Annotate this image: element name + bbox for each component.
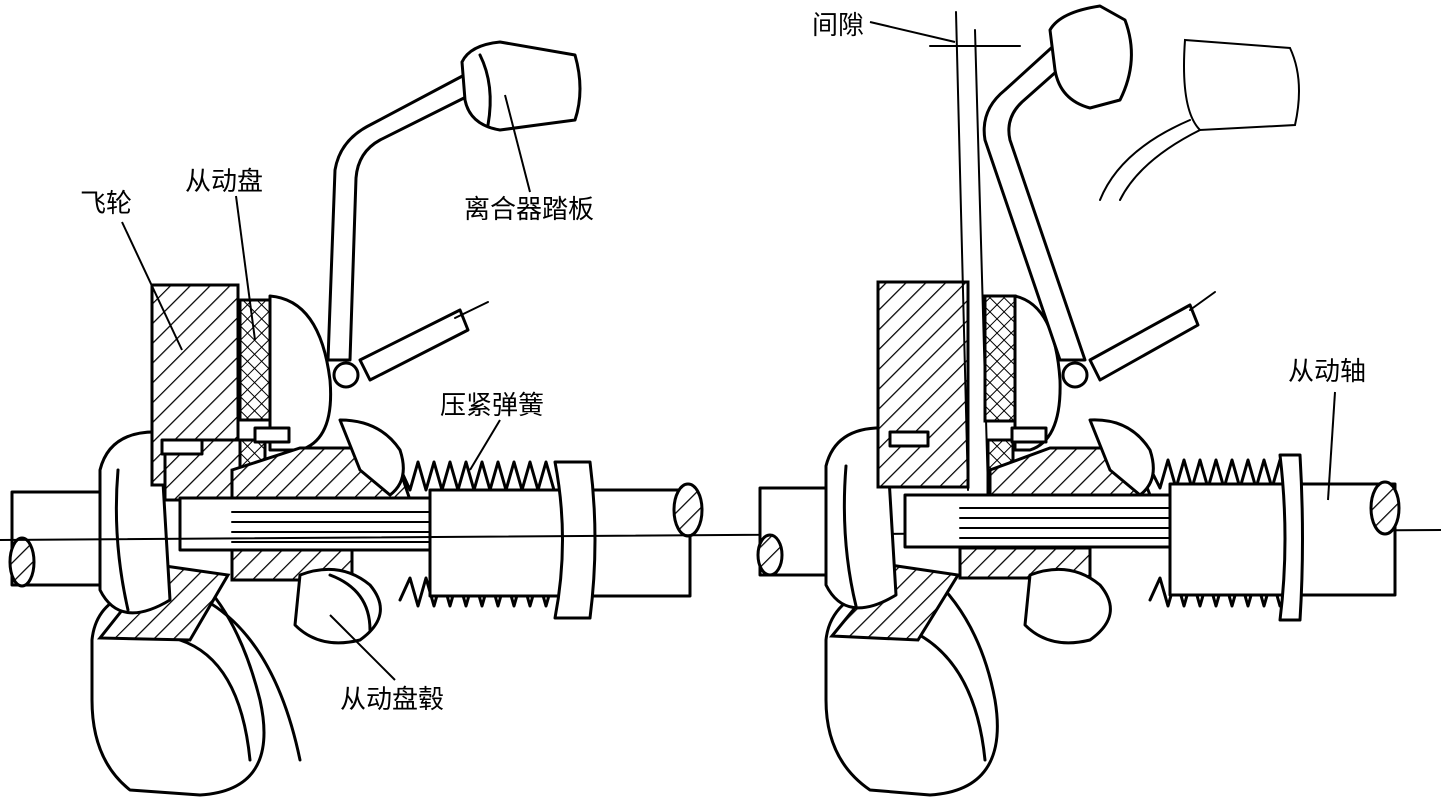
spring-seat-left	[553, 460, 597, 620]
output-shaft-end-left	[672, 482, 704, 538]
label-flywheel: 飞轮	[80, 189, 132, 219]
release-bearing-left	[293, 567, 382, 645]
bolt-upper-left	[160, 438, 204, 456]
pedal-rod-right	[1088, 303, 1200, 382]
leader-driven-hub	[329, 614, 396, 681]
input-shaft-left-end	[8, 536, 36, 588]
pedal-ghost-right	[1183, 38, 1300, 132]
flywheel-section-right	[876, 280, 970, 489]
leader-flywheel	[121, 221, 183, 351]
leader-driven-shaft	[1327, 391, 1336, 501]
flywheel-drum-rim2-left	[203, 598, 302, 762]
pedal-pivot-left	[332, 361, 360, 389]
label-driven-shaft: 从动轴	[1288, 357, 1366, 387]
label-pressure-spring: 压紧弹簧	[440, 391, 544, 421]
leader-clutch-pedal	[504, 94, 531, 193]
label-clutch-pedal: 离合器踏板	[464, 195, 594, 225]
pedal-rod-left	[358, 308, 470, 382]
pressure-plate-right	[1013, 294, 1062, 452]
spline-shaft-right	[903, 493, 1172, 549]
output-shaft-end-right	[1369, 480, 1401, 536]
pedal-pad-right	[1048, 4, 1133, 110]
spline-lines-right	[959, 507, 1171, 539]
output-shaft-right	[1168, 482, 1397, 597]
release-fork-right	[1088, 418, 1155, 497]
pedal-pad-grip-left	[478, 53, 492, 127]
release-bearing-right	[1023, 567, 1112, 645]
pedal-pivot-right	[1061, 361, 1089, 389]
driven-disc-lining-right	[983, 294, 1017, 423]
flywheel-drum-rim-right	[908, 628, 987, 762]
leader-pressure-spring	[469, 419, 501, 471]
label-driven-disc: 从动盘	[185, 167, 263, 197]
pressure-plate-left	[268, 294, 333, 452]
flywheel-front-edge-right	[842, 464, 858, 608]
output-shaft-left	[428, 488, 692, 598]
release-fork-left	[338, 418, 405, 497]
right-assembly-disengaged	[756, 4, 1401, 797]
release-bearing-inner-left	[328, 573, 372, 632]
leader-driven-disc	[235, 195, 256, 341]
pedal-ghost-arm-right	[1099, 119, 1201, 201]
spring-seat-right	[1278, 453, 1304, 622]
spline-lines-left	[231, 511, 441, 543]
bolt-lower-right	[1010, 426, 1048, 444]
input-shaft-right-end	[756, 533, 784, 577]
leader-clearance	[869, 21, 956, 43]
flywheel-drum-rim-left	[178, 638, 252, 762]
pressure-spring-left	[398, 460, 556, 492]
pedal-rod-axis-right	[1189, 291, 1216, 311]
driven-disc-lining-left	[238, 298, 272, 422]
label-driven-disc-hub: 从动盘毂	[340, 685, 444, 715]
bolt-upper-right	[888, 430, 930, 448]
pedal-rod-axis-left	[454, 301, 489, 319]
pressure-spring-right	[1148, 458, 1282, 490]
left-assembly-engaged	[8, 40, 704, 797]
bolt-lower-left	[253, 426, 291, 444]
label-clearance: 间隙	[812, 11, 864, 41]
clearance-line-1	[955, 11, 969, 491]
